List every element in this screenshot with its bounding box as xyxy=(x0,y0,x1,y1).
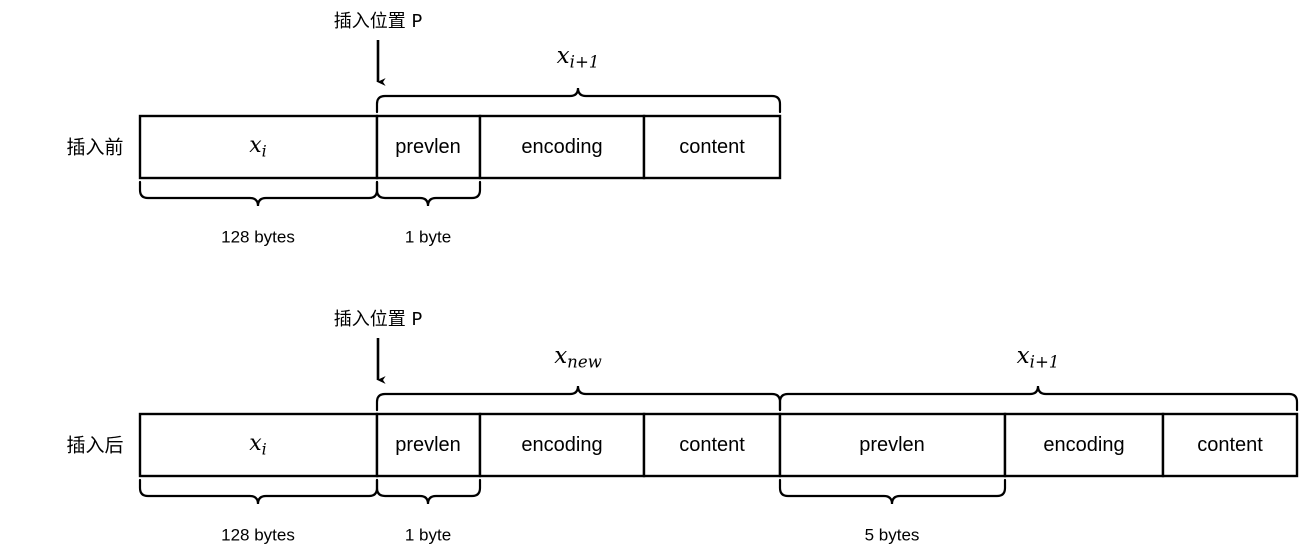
cell-label-xi-after: xi xyxy=(249,430,267,459)
math-subscript: new xyxy=(567,352,602,372)
cell-label-content-new-after: content xyxy=(679,434,745,456)
top-brace-x-new-after xyxy=(375,385,782,412)
row-after-boxes xyxy=(138,412,1299,478)
bottom-brace-1-byte-after xyxy=(375,478,482,505)
math-base: x xyxy=(1016,342,1030,369)
row-caption-after: 插入后 xyxy=(66,434,124,457)
bottom-brace-128-bytes-after xyxy=(138,478,379,505)
math-base: x xyxy=(554,342,568,369)
row-before-boxes xyxy=(138,114,782,180)
pointer-caption-before: 插入位置 P xyxy=(333,11,423,32)
row-caption-before: 插入前 xyxy=(66,136,124,159)
cell-label-content-before: content xyxy=(679,136,745,158)
top-brace-x-i-plus-1-after xyxy=(778,385,1299,412)
cell-label-prevlen-new-after: prevlen xyxy=(395,434,461,456)
top-brace-x-i-plus-1-before xyxy=(375,87,782,114)
math-base: x xyxy=(249,132,262,158)
top-brace-label-x-new-after: xnew xyxy=(554,342,602,372)
cell-label-encoding-new-after: encoding xyxy=(521,434,603,456)
cell-label-content-next-after: content xyxy=(1197,434,1263,456)
size-label-1-byte-after: 1 byte xyxy=(404,525,452,545)
size-label-128-bytes-before: 128 bytes xyxy=(221,227,295,247)
math-base: x xyxy=(249,430,262,456)
size-label-5-bytes-after: 5 bytes xyxy=(864,525,920,545)
cell-label-prevlen-before: prevlen xyxy=(395,136,461,158)
bottom-brace-128-bytes-before xyxy=(138,180,379,207)
bottom-brace-5-bytes-after xyxy=(778,478,1007,505)
math-subscript: i xyxy=(261,141,267,161)
size-label-128-bytes-after: 128 bytes xyxy=(221,525,295,545)
top-brace-label-x-i-plus-1-after: xi+1 xyxy=(1016,342,1060,372)
cell-label-encoding-next-after: encoding xyxy=(1043,434,1125,456)
bottom-brace-1-byte-before xyxy=(375,180,482,207)
pointer-caption-after: 插入位置 P xyxy=(333,309,423,330)
cell-label-encoding-before: encoding xyxy=(521,136,603,158)
math-subscript: i+1 xyxy=(1029,352,1060,372)
math-base: x xyxy=(556,42,570,69)
size-label-1-byte-before: 1 byte xyxy=(404,227,452,247)
cell-label-prevlen-next-after: prevlen xyxy=(859,434,925,456)
top-brace-label-x-i-plus-1-before: xi+1 xyxy=(556,42,600,72)
math-subscript: i xyxy=(261,439,267,459)
math-subscript: i+1 xyxy=(569,52,600,72)
cell-label-xi-before: xi xyxy=(249,132,267,161)
